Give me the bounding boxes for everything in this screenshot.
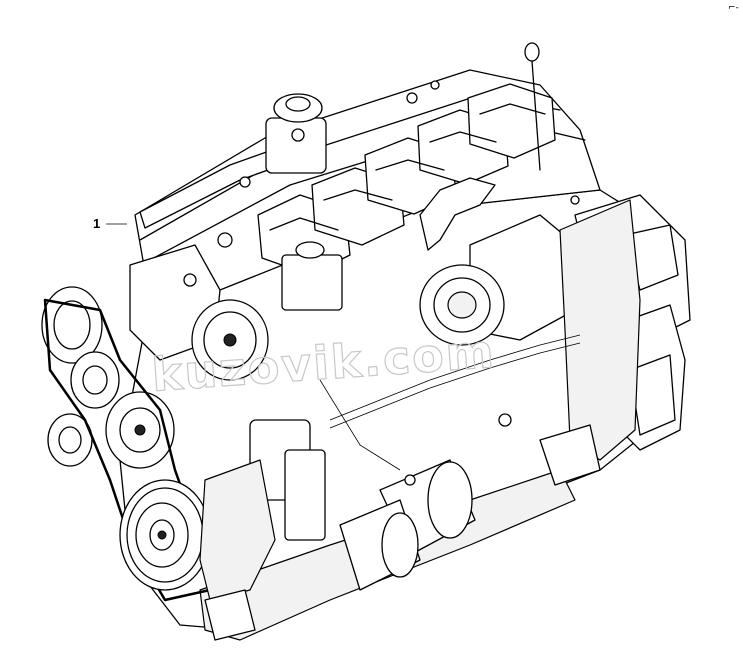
timing-cover [199,459,276,601]
flywheel-housing [559,199,641,461]
crankshaft-pulley [119,479,211,591]
belt-drive [41,286,175,469]
callout-label: 1 [93,216,100,231]
corner-mark: ⌐- [728,3,739,13]
fuel-filter [249,419,326,541]
oil-filler-cap [265,93,327,174]
wiring-harness [329,334,581,421]
turbocharger [419,214,576,346]
starter-motor [339,459,476,591]
engine-mount-rear [539,424,601,486]
engine-assembly-illustration [41,42,691,641]
fittings [183,80,580,486]
dipstick [524,42,541,171]
thermostat-housing [281,241,343,311]
alternator [129,244,269,381]
coolant-elbow [419,177,496,251]
callout-1: 1 [93,216,127,231]
engine-mount-front [204,589,256,641]
